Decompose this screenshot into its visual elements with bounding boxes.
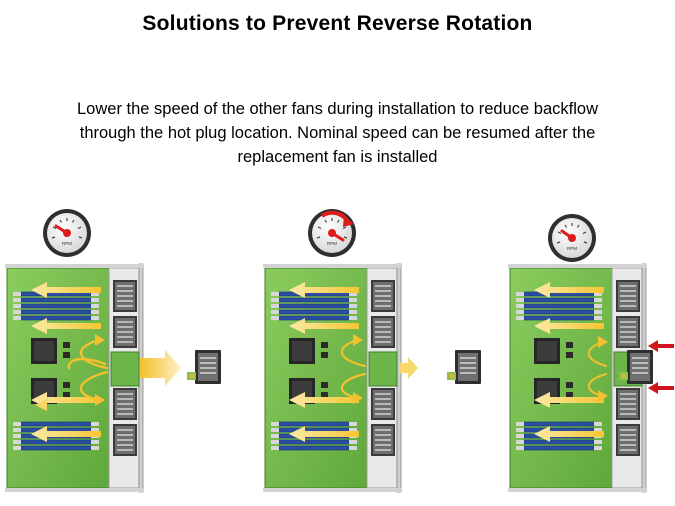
fan-module-icon xyxy=(186,349,222,385)
server-board xyxy=(5,264,143,492)
outflow-arrow xyxy=(140,350,181,386)
panel-fan-removed xyxy=(5,208,222,492)
server-board xyxy=(263,264,401,492)
slide-title: Solutions to Prevent Reverse Rotation xyxy=(142,12,533,35)
backflow-loop xyxy=(340,338,367,400)
insert-arrow-icon xyxy=(648,340,674,394)
outflow-arrow xyxy=(399,357,418,379)
backflow-loop xyxy=(67,338,109,402)
panel-fan-inserted xyxy=(508,213,674,492)
server-board xyxy=(508,264,646,492)
fan-module-icon xyxy=(446,349,482,385)
panel-fan-removed-speed-lowered xyxy=(263,208,482,492)
slide-description: Lower the speed of the other fans during… xyxy=(77,100,598,166)
backflow-loop xyxy=(588,341,607,397)
